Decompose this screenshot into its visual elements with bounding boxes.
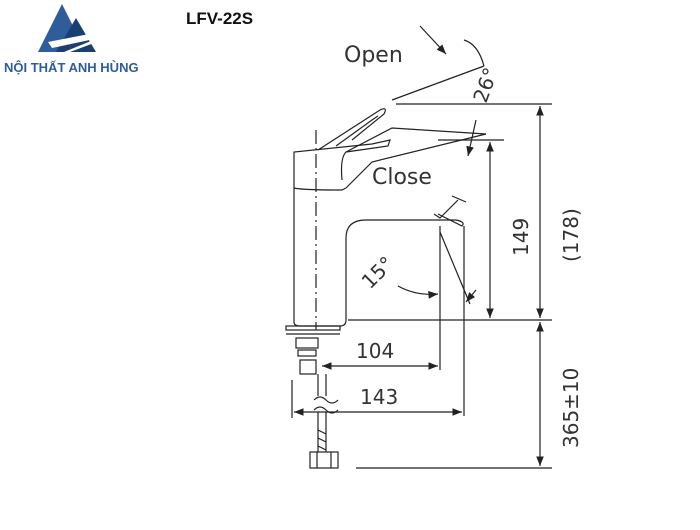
lever-closed-line: [345, 127, 487, 153]
spout-tip-edge: [451, 195, 467, 203]
spout-tip: [433, 199, 459, 219]
lever-open: [317, 108, 386, 151]
spout-angle-arc: [397, 285, 439, 299]
label-dim-104: 104: [356, 339, 394, 363]
hose-connector-nut: [309, 451, 339, 469]
label-dim-149: 149: [509, 218, 533, 256]
mounting-nut: [295, 337, 319, 349]
base-plate: [285, 325, 341, 331]
label-dim-143: 143: [360, 385, 398, 409]
label-close: Close: [372, 165, 432, 190]
lever-open-inner: [335, 115, 379, 147]
mounting-washer: [297, 349, 317, 357]
label-dim-365: 365±10: [559, 368, 583, 448]
lever-closed-top: [345, 133, 487, 189]
model-number: LFV-22S: [186, 9, 254, 28]
label-dim-178: (178): [559, 208, 583, 262]
open-angle-line: [391, 65, 485, 101]
body-top-edge: [293, 187, 347, 191]
logo-mark-icon: [38, 4, 120, 52]
label-open: Open: [344, 43, 403, 68]
close-angle-arrow: [466, 119, 477, 157]
spout-angle-arrow: [465, 289, 477, 303]
spout-angle-line: [439, 231, 471, 305]
brand-name: NỘI THẤT ANH HÙNG: [4, 60, 139, 75]
brand-logo: NỘI THẤT ANH HÙNG: [0, 0, 170, 80]
hose-break-top: [313, 396, 339, 404]
label-angle-spout: 15°: [357, 251, 399, 293]
open-angle-arrow: [419, 25, 447, 55]
hose-braid: [317, 429, 327, 451]
lever-closed: [293, 139, 391, 188]
open-angle-arc: [463, 39, 485, 67]
mounting-bolt: [299, 359, 317, 375]
